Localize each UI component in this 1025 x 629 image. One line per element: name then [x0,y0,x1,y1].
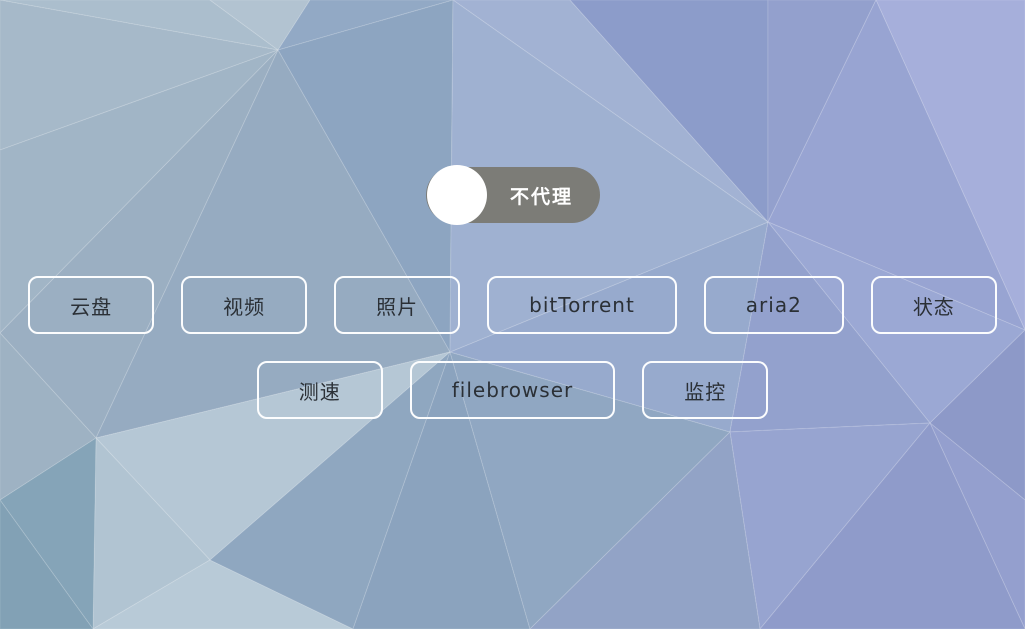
nav-row-1: 云盘 视频 照片 bitTorrent aria2 状态 [28,276,997,334]
nav-button-video[interactable]: 视频 [181,276,308,334]
nav-button-filebrowser[interactable]: filebrowser [409,361,616,419]
nav-button-status[interactable]: 状态 [870,276,997,334]
nav-row-2: 测速 filebrowser 监控 [256,361,769,419]
nav-button-monitoring[interactable]: 监控 [642,361,769,419]
nav-button-photos[interactable]: 照片 [334,276,461,334]
nav-button-bittorrent[interactable]: bitTorrent [487,276,677,334]
toggle-knob-icon[interactable] [426,165,487,225]
nav-button-speedtest[interactable]: 测速 [256,361,383,419]
nav-button-aria2[interactable]: aria2 [703,276,844,334]
proxy-toggle[interactable]: 不代理 [425,165,600,225]
proxy-toggle-label: 不代理 [509,185,573,208]
nav-button-cloud-disk[interactable]: 云盘 [28,276,155,334]
